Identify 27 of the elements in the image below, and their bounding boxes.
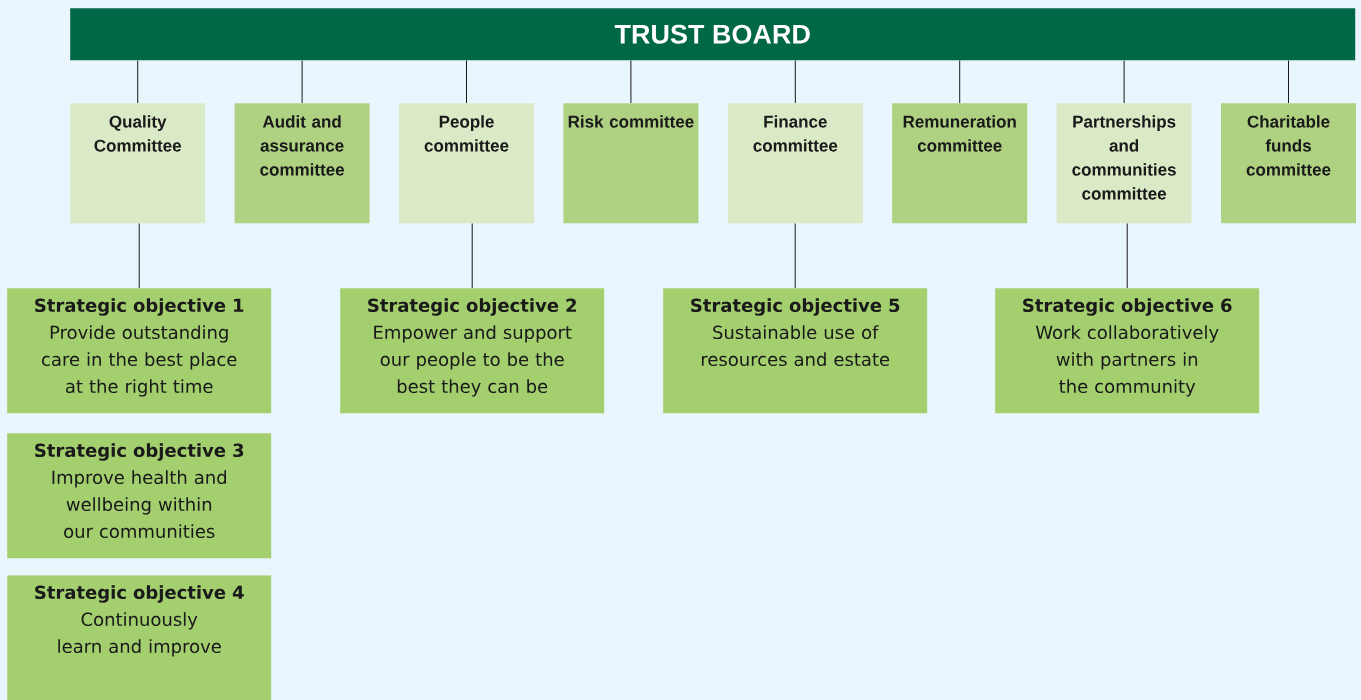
- committee-box: Risk committee: [563, 103, 699, 224]
- connector-line: [794, 222, 796, 289]
- objective-box: Strategic objective 6 Work collaboratively with partners in the community: [995, 288, 1260, 414]
- connector-line: [466, 59, 467, 104]
- connector-line: [301, 59, 303, 104]
- connector-line: [630, 59, 632, 104]
- committee-box: Finance committee: [727, 103, 863, 224]
- connector-line: [1126, 222, 1128, 289]
- connector-line: [138, 222, 140, 289]
- connector-line: [959, 59, 961, 104]
- connector-line: [794, 59, 796, 104]
- committee-box: Remuneration committee: [892, 103, 1028, 224]
- connector-line: [1123, 59, 1125, 104]
- board-banner: TRUST BOARD: [70, 8, 1356, 61]
- committee-box: People committee: [399, 103, 534, 224]
- objective-box: Strategic objective 2 Empower and support our people to be the best they can be: [340, 288, 605, 414]
- objective-box: Strategic objective 5 Sustainable use of resources and estate: [663, 288, 928, 414]
- objective-box: Strategic objective 3 Improve health and wellbeing within our communities: [7, 433, 272, 559]
- objective-box: Strategic objective 1 Provide outstanding care in the best place at the right time: [7, 288, 272, 414]
- committee-box: Partnerships and communities committee: [1056, 103, 1192, 224]
- connector-line: [471, 222, 473, 289]
- committee-box: Quality Committee: [70, 103, 206, 224]
- connector-line: [137, 59, 139, 104]
- objective-box: Strategic objective 4 Continuously learn and improve: [7, 575, 272, 700]
- connector-line: [1288, 59, 1289, 104]
- committee-box: Charitable funds committee: [1221, 103, 1356, 224]
- committee-box: Audit and assurance committee: [234, 103, 370, 224]
